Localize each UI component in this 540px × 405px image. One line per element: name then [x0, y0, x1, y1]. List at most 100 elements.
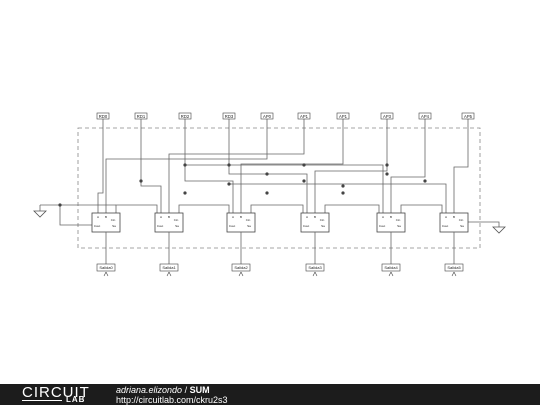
input-label-box [461, 112, 475, 120]
carry-wire [178, 204, 230, 229]
pin-label: Sa [460, 224, 464, 228]
output-label-text: Salida0 [99, 265, 113, 270]
input-label-text: RD1 [137, 114, 146, 119]
input-wire [105, 118, 268, 213]
pin-label: A [232, 215, 234, 219]
junction-dot [183, 191, 187, 195]
footer-bar: CIRCUIT LAB adriana.elizondo / SUM http:… [0, 384, 540, 405]
pin-label: A [160, 215, 162, 219]
pin-label: Sa [247, 224, 251, 228]
input-label-box [297, 112, 311, 120]
input-label-text: AP1 [300, 114, 309, 119]
input-label-rd2: RD2 [178, 112, 192, 120]
output-arrow [388, 271, 394, 277]
junction-dot [265, 191, 269, 195]
output-label-box [96, 263, 116, 272]
input-label-rd0: RD0 [96, 112, 110, 120]
input-wire [97, 118, 104, 213]
pin-label: A [97, 215, 99, 219]
ground-symbol-left [33, 210, 47, 218]
output-label-box [231, 263, 251, 272]
pin-label: B [453, 215, 455, 219]
input-label-ap1: AP1 [336, 112, 350, 120]
circuit-title: SUM [189, 385, 210, 395]
input-label-ap4: AP4 [418, 112, 432, 120]
input-label-box [96, 112, 110, 120]
pin-label: Cout [157, 224, 164, 228]
input-label-box [418, 112, 432, 120]
pin-label: A [382, 215, 384, 219]
output-label-salida2: Salida2 [231, 263, 251, 272]
carry-wire [400, 204, 443, 229]
output-label-box [305, 263, 325, 272]
junction-dot [265, 172, 269, 176]
input-label-text: RD3 [225, 114, 234, 119]
output-arrow [312, 271, 318, 277]
author-name[interactable]: adriana.elizondo [116, 385, 183, 395]
junction-dot [227, 182, 231, 186]
output-label-salida1: Salida1 [159, 263, 179, 272]
pin-label: Sa [397, 224, 401, 228]
pin-label: Cin [396, 218, 401, 222]
pin-label: Cin [320, 218, 325, 222]
output-label-box [381, 263, 401, 272]
logo-underline [22, 400, 62, 401]
input-label-text: AP5 [464, 114, 473, 119]
pin-label: Cin [111, 218, 116, 222]
output-label-text: Salida3 [308, 265, 322, 270]
output-arrow [451, 271, 457, 277]
pin-label: Cin [174, 218, 179, 222]
input-wire [229, 183, 447, 213]
pin-label: Cout [303, 224, 310, 228]
input-wire [453, 118, 469, 213]
junction-dot [302, 179, 306, 183]
junction-dot [139, 179, 143, 183]
input-label-ap5: AP5 [461, 112, 475, 120]
pin-label: B [314, 215, 316, 219]
author-title-line: adriana.elizondo / SUM [116, 385, 210, 395]
input-wire [184, 118, 234, 213]
output-label-text: Salida5 [447, 265, 461, 270]
carry-wire [115, 204, 158, 229]
input-label-ap0: AP0 [260, 112, 274, 120]
ground-wire [468, 221, 500, 227]
dashed-boundary [77, 127, 481, 249]
circuit-url[interactable]: http://circuitlab.com/ckru2s3 [116, 395, 228, 405]
logo-word-circuit: CIRCUIT [22, 384, 90, 401]
junction-dot [58, 203, 62, 207]
pin-label: Sa [321, 224, 325, 228]
input-label-ap3: AP3 [380, 112, 394, 120]
input-label-box [222, 112, 236, 120]
output-arrow [166, 271, 172, 277]
input-label-text: AP3 [383, 114, 392, 119]
pin-label: A [445, 215, 447, 219]
input-wire [140, 118, 162, 213]
junction-dot [385, 163, 389, 167]
output-label-salida0: Salida0 [96, 263, 116, 272]
input-label-box [134, 112, 148, 120]
input-label-box [260, 112, 274, 120]
carry-wire [324, 204, 380, 229]
output-label-box [444, 263, 464, 272]
cin-wire [59, 205, 92, 226]
junction-dot [302, 163, 306, 167]
pin-label: B [390, 215, 392, 219]
junction-dot [385, 172, 389, 176]
circuitlab-logo[interactable]: CIRCUIT LAB [22, 385, 102, 404]
input-label-box [380, 112, 394, 120]
junction-dot [341, 191, 345, 195]
pin-label: B [240, 215, 242, 219]
junction-dot [227, 163, 231, 167]
input-wire [240, 118, 344, 213]
output-label-salida5: Salida5 [444, 263, 464, 272]
output-arrow [238, 271, 244, 277]
output-label-salida4: Salida4 [381, 263, 401, 272]
input-wire [168, 118, 305, 213]
junction-dot [183, 163, 187, 167]
output-label-text: Salida1 [162, 265, 176, 270]
junction-dot [423, 179, 427, 183]
